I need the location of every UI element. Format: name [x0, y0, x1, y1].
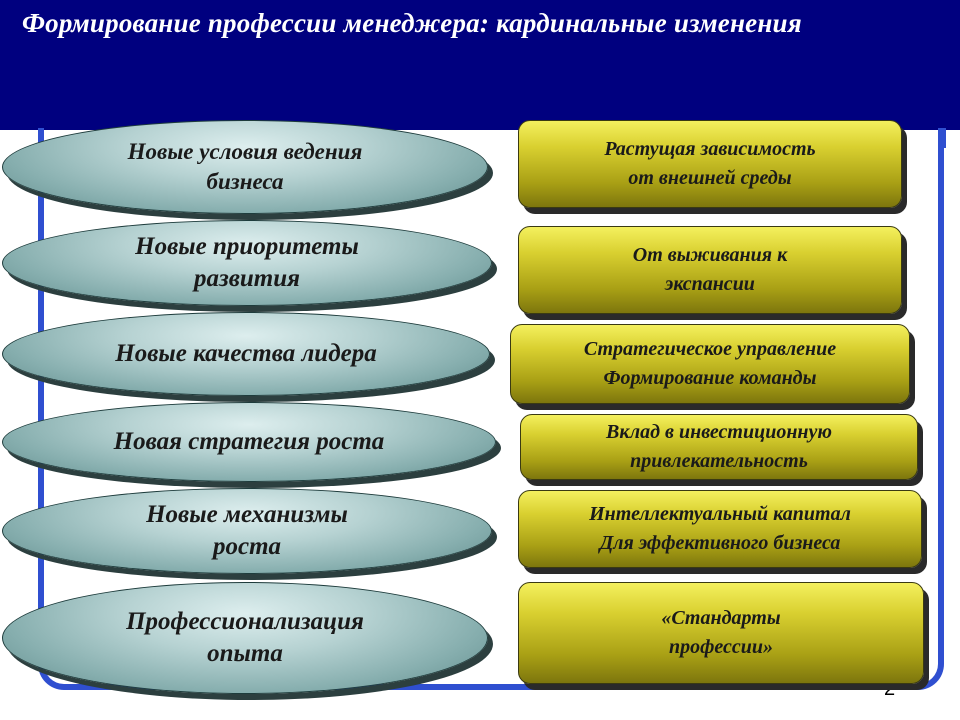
- box-label: Интеллектуальный капитал Для эффективног…: [589, 503, 851, 554]
- ellipse-growth-mechanisms: Новые механизмы роста: [2, 488, 492, 574]
- ellipse-business-conditions: Новые условия ведения бизнеса: [2, 120, 488, 214]
- box-label: Растущая зависимость от внешней среды: [604, 138, 816, 189]
- box-survival-to-expansion: От выживания к экспансии: [518, 226, 902, 314]
- box-strategic-management: Стратегическое управление Формирование к…: [510, 324, 910, 404]
- ellipse-label: Новая стратегия роста: [113, 427, 385, 455]
- ellipse-growth-strategy: Новая стратегия роста: [2, 402, 496, 482]
- box-label: Стратегическое управление Формирование к…: [583, 338, 837, 389]
- ellipse-leader-qualities: Новые качества лидера: [2, 312, 490, 396]
- box-profession-standards: «Стандарты профессии»: [518, 582, 924, 684]
- content-frame: [38, 128, 944, 690]
- box-investment-attractiveness: Вклад в инвестиционную привлекательность: [520, 414, 918, 480]
- ellipse-label: Новые приоритеты развития: [135, 232, 359, 293]
- box-intellectual-capital: Интеллектуальный капитал Для эффективног…: [518, 490, 922, 568]
- header-divider: [0, 130, 960, 133]
- box-label: Вклад в инвестиционную привлекательность: [605, 421, 832, 472]
- box-external-dependency: Растущая зависимость от внешней среды: [518, 120, 902, 208]
- ellipse-development-priorities: Новые приоритеты развития: [2, 220, 492, 306]
- box-label: От выживания к экспансии: [632, 244, 788, 295]
- content-frame-corner: [940, 128, 946, 148]
- box-label: «Стандарты профессии»: [661, 607, 781, 658]
- ellipse-label: Профессионализация опыта: [126, 607, 364, 668]
- header-band: Формирование профессии менеджера: кардин…: [0, 0, 960, 130]
- ellipse-label: Новые механизмы роста: [146, 500, 348, 561]
- ellipse-label: Новые условия ведения бизнеса: [127, 139, 363, 194]
- page-number: 2: [884, 678, 896, 700]
- ellipse-label: Новые качества лидера: [115, 339, 377, 367]
- ellipse-professionalization: Профессионализация опыта: [2, 582, 488, 694]
- slide-title: Формирование профессии менеджера: кардин…: [22, 8, 802, 38]
